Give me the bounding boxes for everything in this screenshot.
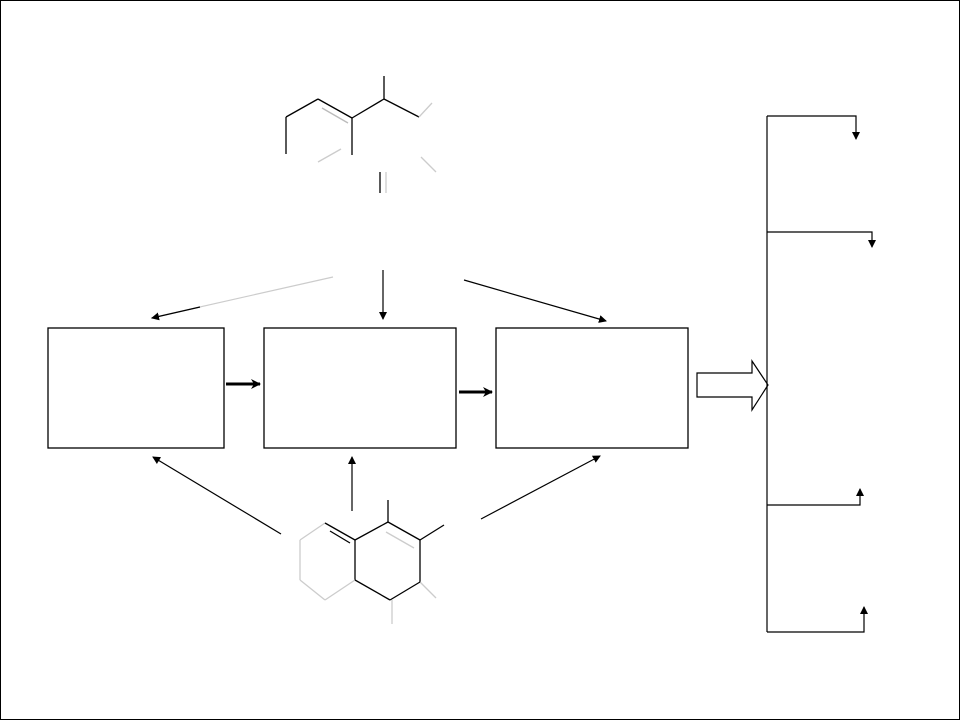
stage-2-box [263,327,457,449]
stage-3-box [495,327,689,449]
top-molecule [285,76,437,193]
output-tree [766,115,876,633]
bottom-to-stage1-arrow [152,456,282,535]
top-to-stage1-arrowhead [151,306,201,321]
output-3-connector [767,488,864,506]
stage-1-box [47,327,225,449]
output-1-connector [767,115,860,140]
output-2-connector [767,231,876,248]
output-4-connector [767,606,868,633]
block-arrow-to-outputs [696,359,769,413]
bottom-molecule [299,500,445,624]
bottom-to-stage3-arrow [480,455,601,520]
top-to-stage3-arrow [463,279,607,323]
